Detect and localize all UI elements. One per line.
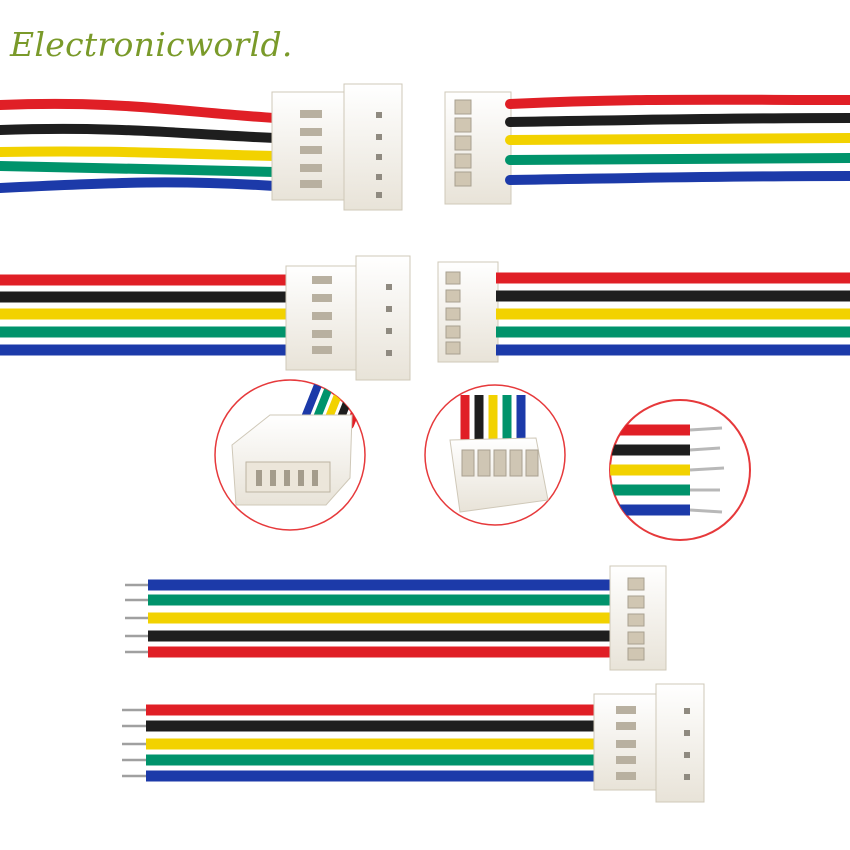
male-connector-middle-left [285, 255, 411, 381]
detail-circle-tinned-ends [609, 399, 751, 541]
tinned-tips-lower [122, 708, 148, 778]
connector-pair-top [0, 83, 850, 211]
wires-left-top [0, 98, 280, 193]
detail-circle-female-housing [214, 379, 366, 531]
male-connector-lower-cable [593, 683, 705, 803]
female-connector-middle-right [437, 261, 499, 363]
wires-left-middle [0, 274, 292, 356]
male-connector-top-left [271, 83, 403, 211]
cable-male-connector-lower [122, 683, 705, 803]
brand-watermark: Electronicworld. [10, 25, 293, 64]
detail-circle-male-header [424, 384, 566, 526]
wires-right-top [505, 94, 850, 185]
female-connector-upper-cable [609, 565, 667, 671]
tinned-tips-upper [125, 583, 150, 654]
cable-single-connector-upper [125, 565, 667, 671]
connector-pair-middle [0, 255, 850, 381]
wires-right-middle [496, 272, 850, 356]
female-connector-top-right [444, 91, 512, 205]
